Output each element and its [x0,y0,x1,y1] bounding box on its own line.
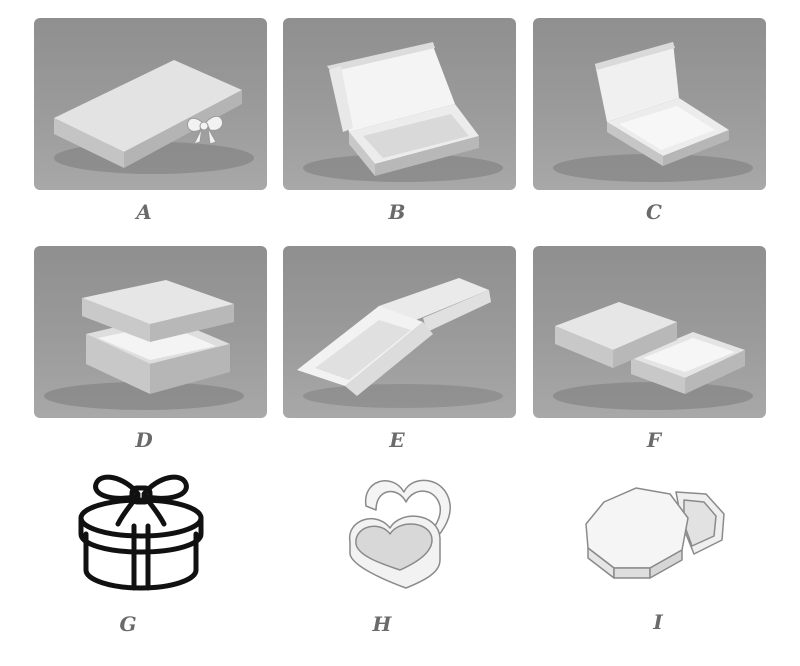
photo-box-c [533,18,766,190]
label-f: F [646,428,662,452]
photo-box-a [34,18,267,190]
hinged-lid-box-icon [553,42,753,182]
photo-box-f [533,246,766,418]
label-i: I [653,610,663,634]
label-c: C [646,200,662,224]
photo-box-b [283,18,516,190]
label-e: E [389,428,405,452]
heart-box-icon [342,466,457,594]
octagon-box-icon [584,484,728,588]
folding-magnetic-box-icon [297,278,503,408]
label-b: B [388,200,406,224]
photo-box-e [283,246,516,418]
label-g: G [119,612,137,636]
label-a: A [136,200,152,224]
round-gift-box-icon [76,466,206,594]
sliding-drawer-box-icon [553,302,753,410]
label-h: H [372,612,392,636]
lid-and-base-box-icon [44,280,244,410]
mailer-box-open-icon [303,42,503,182]
box-with-ribbon-icon [54,60,254,174]
label-d: D [135,428,153,452]
photo-box-d [34,246,267,418]
